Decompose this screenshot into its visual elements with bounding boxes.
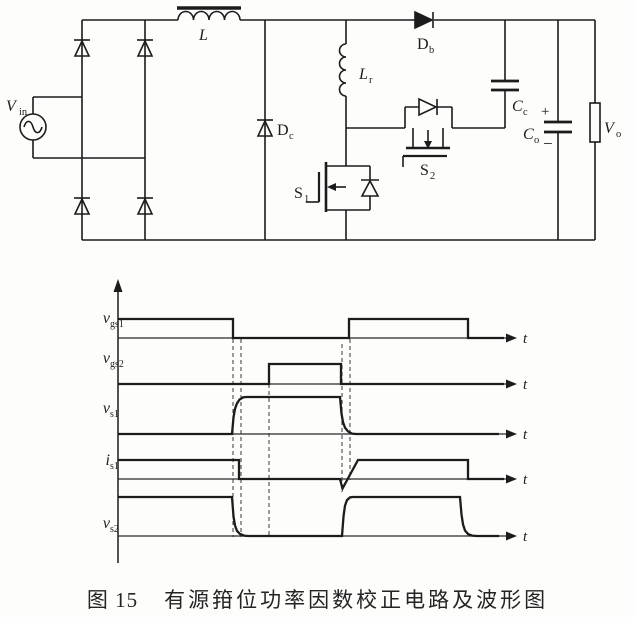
lr-label: L (358, 66, 368, 83)
row-label-sub-vs2: s2 (110, 524, 119, 535)
polarity-minus: − (543, 134, 553, 153)
load-vo (589, 20, 601, 240)
dc-label: D (277, 122, 289, 139)
bridge-legs (81, 20, 146, 240)
row-label-sub-vgs2: gs2 (110, 359, 124, 370)
mosfet-s1 (306, 128, 380, 240)
co-label: C (523, 126, 534, 143)
bridge-rectifier (73, 20, 154, 240)
db-label: D (417, 36, 429, 53)
trace-vs2 (118, 495, 499, 538)
row-label-vs1: v (103, 400, 111, 417)
row-label-sub-is1: s1 (110, 461, 119, 472)
s1-label-sub: 1 (304, 194, 309, 205)
diode-icon (136, 39, 154, 57)
row-label-is1: i (106, 452, 110, 469)
inductor-coil (338, 43, 347, 97)
trace-vgs1 (118, 317, 504, 340)
inductor-l (177, 6, 241, 21)
s2-label-sub: 2 (430, 171, 435, 182)
vin-wires (32, 96, 145, 159)
axis-arrow-right-icon (506, 429, 517, 439)
source-arrow-icon (327, 183, 336, 191)
time-axis-label: t (523, 529, 528, 545)
time-axis-label: t (523, 331, 528, 347)
diode-db (414, 10, 434, 30)
body-diode-icon (360, 179, 380, 197)
time-axis-label: t (523, 377, 528, 393)
cc-label-sub: c (523, 107, 528, 118)
figure-caption: 图 15 有源箝位功率因数校正电路及波形图 (0, 584, 635, 614)
figure-title: 有源箝位功率因数校正电路及波形图 (164, 588, 549, 612)
axis-arrow-right-icon (506, 333, 517, 343)
diode-dc (256, 20, 274, 240)
vin-source (19, 96, 145, 159)
axis-arrow-up-icon (113, 279, 123, 292)
waveform-traces (118, 317, 504, 538)
axis-arrow-right-icon (506, 474, 517, 484)
s1-label: S (294, 185, 303, 202)
vin-label: V (6, 98, 18, 115)
vin-label-sub: in (19, 107, 28, 118)
diode-icon (73, 197, 91, 215)
trace-is1 (118, 458, 504, 492)
cc-label: C (512, 98, 523, 115)
row-label-vgs1: v (103, 310, 111, 327)
row-label-vs2: v (103, 515, 111, 532)
figure-number: 图 15 (86, 588, 139, 612)
capacitor-co (544, 20, 572, 240)
lr-label-sub: r (369, 75, 373, 86)
row-label-sub-vgs1: gs1 (110, 319, 124, 330)
mosfet-s2 (402, 97, 453, 167)
vin-circle (19, 113, 47, 141)
axis-arrow-right-icon (506, 531, 517, 541)
body-diode-icon (418, 97, 438, 117)
row-label-sub-vs1: s1 (110, 409, 119, 420)
diode-icon (136, 197, 154, 215)
db-label-sub: b (429, 45, 434, 56)
trace-vgs2 (118, 362, 504, 386)
inductor-lr (338, 20, 347, 128)
row-label-vgs2: v (103, 350, 111, 367)
s2-label: S (420, 162, 429, 179)
diode-icon (73, 39, 91, 57)
circuit-labels: V in L D c L r D b S 1 S 2 C c C o V o +… (6, 27, 621, 205)
time-axis-label: t (523, 472, 528, 488)
vo-label-sub: o (616, 129, 621, 140)
inductor-coil (177, 10, 241, 21)
co-label-sub: o (534, 135, 539, 146)
dc-label-sub: c (289, 131, 294, 142)
source-arrow-icon (424, 141, 432, 149)
capacitor-cc (491, 20, 519, 128)
trace-vs1 (118, 395, 499, 436)
time-axis-label: t (523, 427, 528, 443)
polarity-plus: + (541, 104, 549, 120)
circuit-schematic (19, 6, 601, 241)
axis-arrow-right-icon (506, 379, 517, 389)
vo-label: V (604, 120, 616, 137)
timing-guides (232, 339, 351, 537)
l-label: L (198, 27, 208, 44)
sine-icon (23, 120, 43, 134)
